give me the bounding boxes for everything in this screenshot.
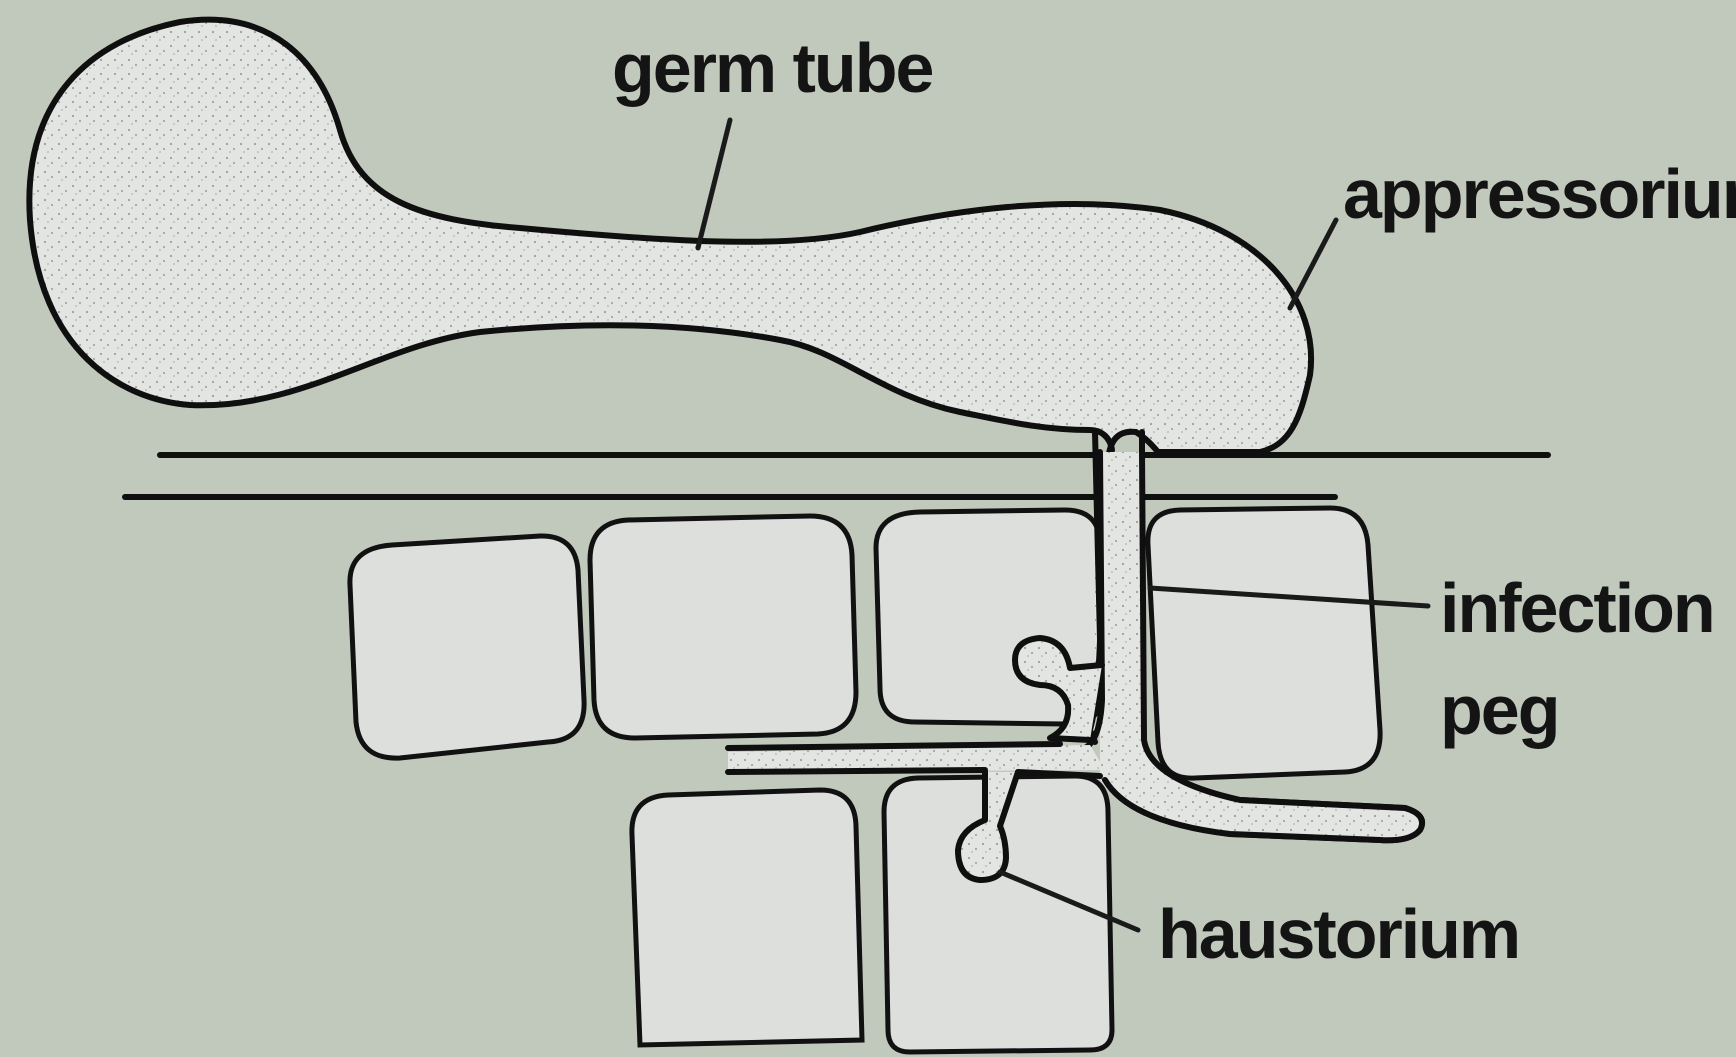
label-infection-peg-line2: peg xyxy=(1440,671,1558,749)
label-infection-peg-line1: infection xyxy=(1440,569,1714,647)
germ-tube-leader xyxy=(698,120,730,248)
host-cell xyxy=(350,536,584,758)
host-cell xyxy=(1148,508,1380,778)
appressorium-leader xyxy=(1290,220,1336,308)
host-surface xyxy=(125,455,1548,497)
intercellular-hypha-top xyxy=(728,744,1060,748)
label-appressorium: appressorium xyxy=(1343,155,1736,233)
intercellular-hypha-bottom xyxy=(728,770,1100,776)
upper-cell-row xyxy=(350,508,1380,778)
label-haustorium: haustorium xyxy=(1158,895,1519,973)
lower-cell-row xyxy=(632,776,1112,1052)
host-cell xyxy=(632,790,862,1045)
label-germ-tube: germ tube xyxy=(612,29,932,107)
host-cell xyxy=(590,516,856,738)
